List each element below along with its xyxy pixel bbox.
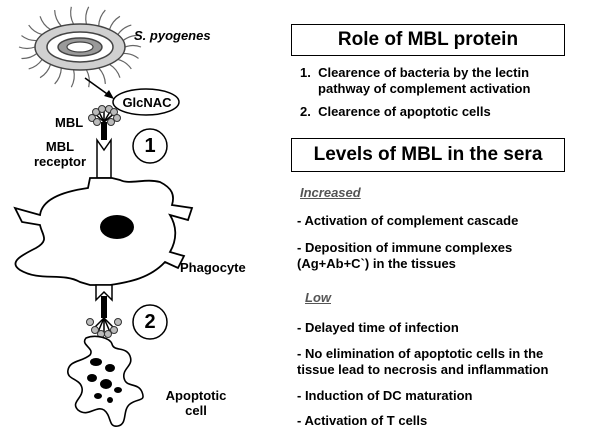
mbl-label: MBL xyxy=(55,115,84,130)
pilus-line xyxy=(117,58,132,70)
levels-title-box: Levels of MBL in the sera xyxy=(291,138,565,172)
mbl-molecule-bottom-icon xyxy=(86,317,122,338)
pilus-line xyxy=(21,53,38,60)
glcnac-ellipse xyxy=(112,88,180,116)
apoptotic-cell-icon xyxy=(67,335,144,427)
pilus-line xyxy=(117,24,132,35)
pilus-line xyxy=(54,67,62,85)
low-item-1: - Delayed time of infection xyxy=(297,320,459,335)
pilus-line xyxy=(123,52,139,59)
increased-item-1: - Activation of complement cascade xyxy=(297,213,519,228)
role-item-1: 1. Clearence of bacteria by the lectin p… xyxy=(300,65,531,96)
pilus-line xyxy=(21,35,37,42)
pilus-line xyxy=(28,24,43,36)
binding-arrow xyxy=(84,77,114,99)
step-1-number: 1 xyxy=(144,135,156,157)
step-2-circle xyxy=(132,304,168,340)
glcnac-label: GlcNAC xyxy=(122,95,172,110)
pilus-line xyxy=(108,15,121,30)
pilus-line xyxy=(28,59,43,70)
pilus-line xyxy=(70,69,75,88)
pilus-line xyxy=(122,34,139,41)
role-title: Role of MBL protein xyxy=(337,29,519,50)
mbl-receptor-label: MBL receptor xyxy=(34,139,87,169)
pilus-line xyxy=(39,64,52,79)
low-item-3: - Induction of DC maturation xyxy=(297,388,473,403)
pilus-line xyxy=(70,6,75,25)
pilus-line xyxy=(109,63,121,78)
increased-item-2: - Deposition of immune complexes (Ag+Ab+… xyxy=(297,240,513,271)
phagocyte-icon xyxy=(13,177,194,286)
step-2-number: 2 xyxy=(144,311,156,333)
pilus-line xyxy=(39,16,51,31)
increased-heading: Increased xyxy=(300,185,361,200)
role-title-box: Role of MBL protein xyxy=(291,24,565,56)
phagocyte-label: Phagocyte xyxy=(180,260,246,275)
pilus-line xyxy=(18,46,36,50)
mbl-receptor-top-icon xyxy=(96,137,112,179)
pilus-line xyxy=(98,9,106,27)
bacterium-label: S. pyogenes xyxy=(134,28,211,43)
bacterium-icon xyxy=(18,6,142,88)
levels-title: Levels of MBL in the sera xyxy=(313,144,543,165)
low-heading: Low xyxy=(305,290,331,305)
pilus-line xyxy=(124,44,142,48)
mbl-molecule-icon xyxy=(88,105,121,140)
role-item-2: 2. Clearence of apoptotic cells xyxy=(300,104,491,119)
mbl-receptor-bottom-icon xyxy=(95,284,113,318)
pilus-line xyxy=(98,67,106,84)
step-1-circle xyxy=(132,128,168,164)
pilus-line xyxy=(85,69,90,88)
apoptotic-cell-label: Apoptotic cell xyxy=(165,388,227,418)
low-item-4: - Activation of T cells xyxy=(297,413,428,428)
low-item-2: - No elimination of apoptotic cells in t… xyxy=(297,346,549,377)
pilus-line xyxy=(85,6,90,25)
pilus-line xyxy=(54,10,62,27)
